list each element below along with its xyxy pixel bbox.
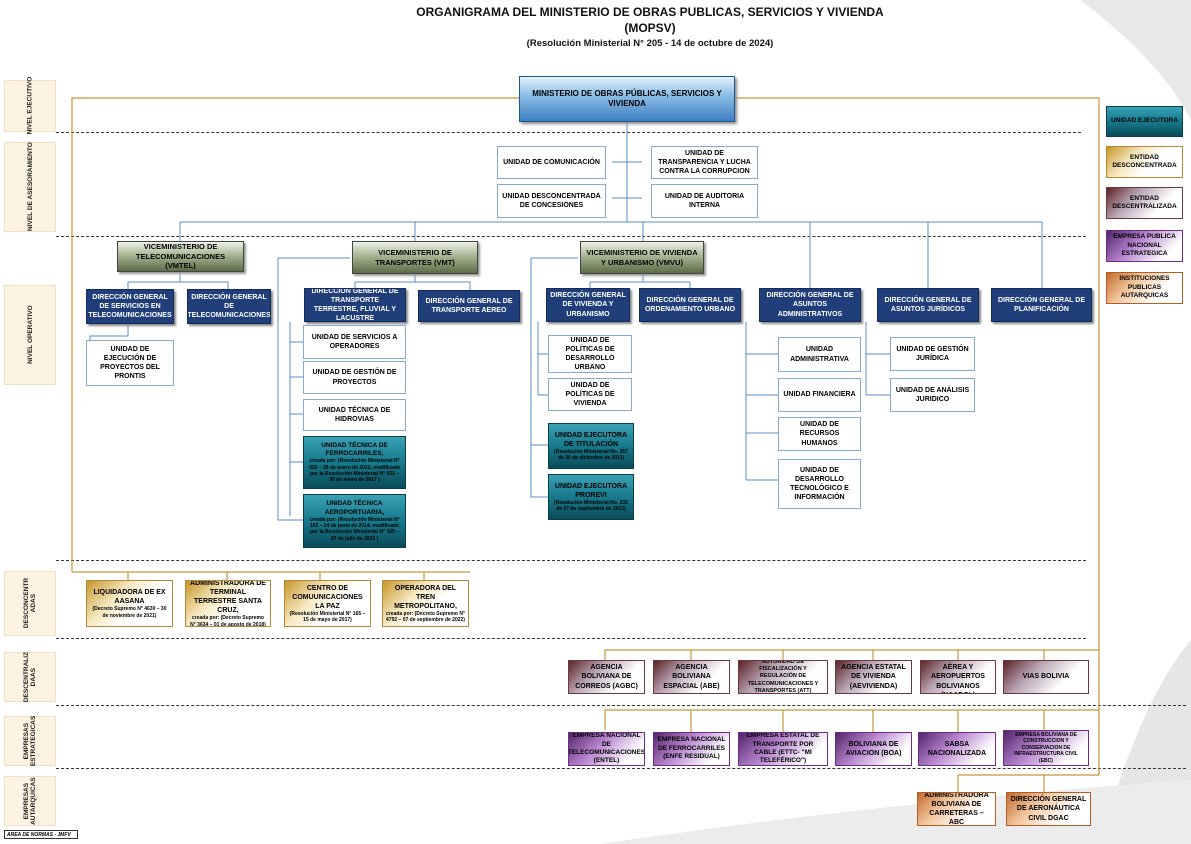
unidad-comunicacion[interactable]: UNIDAD DE COMUNICACIÓN <box>497 146 606 179</box>
dg-ordenamiento-urbano[interactable]: DIRECCIÓN GENERAL DE ORDENAMIENTO URBANO <box>639 288 741 322</box>
unidad-ejecutora-prorevi[interactable]: UNIDAD EJECUTORA PROREVI (Resolución Min… <box>548 474 634 520</box>
legend-unidad-ejecutora: UNIDAD EJECUTORA <box>1106 106 1183 137</box>
dg-asuntos-juridicos[interactable]: DIRECCIÓN GENERAL DE ASUNTOS JURÍDICOS <box>877 288 979 322</box>
dg-asuntos-administrativos[interactable]: DIRECCIÓN GENERAL DE ASUNTOS ADMINISTRAT… <box>759 288 861 322</box>
estrategica-entel[interactable]: EMPRESA NACIONAL DE TELECOMUNICACIONES (… <box>568 732 645 766</box>
chart-subtitle: (MOPSV) <box>624 21 676 35</box>
autarquica-abc[interactable]: ADMINISTRADORA BOLIVIANA DE CARRETERAS –… <box>917 792 996 826</box>
autarquica-dgac[interactable]: DIRECCIÓN GENERAL DE AERONÁUTICA CIVIL D… <box>1006 792 1091 826</box>
level-operativo: NIVEL OPERATIVO <box>4 285 56 385</box>
unidad-financiera[interactable]: UNIDAD FINANCIERA <box>778 378 861 412</box>
separator <box>56 132 1081 133</box>
level-estrategicas: EMPRESAS ESTRATEGICAS <box>4 716 56 766</box>
dg-vivienda-urbanismo[interactable]: DIRECCIÓN GENERAL DE VIVIENDA Y URBANISM… <box>546 288 630 322</box>
separator <box>56 638 1086 639</box>
estrategica-boa[interactable]: BOLIVIANA DE AVIACION (BOA) <box>835 732 912 766</box>
unidad-auditoria[interactable]: UNIDAD DE AUDITORIA INTERNA <box>651 184 758 218</box>
footer-note: AREA DE NORMAS - JMFV <box>4 830 78 839</box>
level-asesoramiento: NIVEL DE ASESORAMIENTO <box>4 142 56 232</box>
unidad-ferrocarriles[interactable]: UNIDAD TÉCNICA DE FERROCARRILES, creada … <box>303 436 406 489</box>
dg-planificacion[interactable]: DIRECCIÓN GENERAL DE PLANIFICACIÓN <box>991 288 1092 322</box>
unidad-ejecutora-titulacion[interactable]: UNIDAD EJECUTORA DE TITULACIÓN (Resoluci… <box>548 423 634 469</box>
desconcentrada-tren-metropolitano[interactable]: OPERADORA DEL TREN METROPOLITANO,creada … <box>382 580 469 627</box>
desconcentrada-liquidadora-aasana[interactable]: LIQUIDADORA DE EX AASANA(Decreto Supremo… <box>86 580 173 627</box>
dg-transporte-aereo[interactable]: DIRECCIÓN GENERAL DE TRANSPORTE AEREO <box>418 290 520 322</box>
level-ejecutivo: NIVEL EJECUTIVO <box>4 77 56 135</box>
unidad-analisis-juridico[interactable]: UNIDAD DE ANÁLISIS JURIDICO <box>890 378 975 412</box>
separator <box>56 768 1186 769</box>
descentralizada-abe[interactable]: AGENCIA BOLIVIANA ESPACIAL (ABE) <box>653 660 730 694</box>
chart-resolution: (Resolución Ministerial N° 205 - 14 de o… <box>526 38 774 49</box>
desconcentrada-terminal-santa-cruz[interactable]: ADMINISTRADORA DE TERMINAL TERRESTRE SAN… <box>185 580 271 627</box>
level-desconcentradas: DESCONCENTR ADAS <box>4 571 56 636</box>
unidad-hidrovias[interactable]: UNIDAD TÉCNICA DE HIDROVIAS <box>303 399 406 431</box>
descentralizada-naabol[interactable]: NAVEGACIÓN AÉREA Y AEROPUERTOS BOLIVIANO… <box>920 660 996 694</box>
level-autarquicas: EMPRESAS AUTARQUICAS <box>4 776 56 826</box>
viceministerio-telecomunicaciones[interactable]: VICEMINISTERIO DE TELECOMUNICACIONES (VM… <box>117 241 244 272</box>
unidad-servicios-operadores[interactable]: UNIDAD DE SERVICIOS A OPERADORES <box>303 325 406 359</box>
unidad-politicas-desarrollo-urbano[interactable]: UNIDAD DE POLÍTICAS DE DESARROLLO URBANO <box>548 335 632 373</box>
viceministerio-transportes[interactable]: VICEMINISTERIO DE TRANSPORTES (VMT) <box>352 241 478 274</box>
legend-instituciones-autarquicas: INSTITUCIONES PUBLICAS AUTARQUICAS <box>1106 272 1183 304</box>
chart-title: ORGANIGRAMA DEL MINISTERIO DE OBRAS PUBL… <box>416 5 884 19</box>
legend-entidad-desconcentrada: ENTIDAD DESCONCENTRADA <box>1106 146 1183 178</box>
desconcentrada-centro-comunicaciones[interactable]: CENTRO DE COMUUNICACIONES LA PAZ(Resoluc… <box>284 580 371 627</box>
ministerio-box[interactable]: MINISTERIO DE OBRAS PÚBLICAS, SERVICIOS … <box>519 76 735 122</box>
unidad-prontis[interactable]: UNIDAD DE EJECUCIÓN DE PROYECTOS DEL PRO… <box>86 340 174 386</box>
separator <box>56 560 1086 561</box>
unidad-gestion-proyectos[interactable]: UNIDAD DE GESTIÓN DE PROYECTOS <box>303 361 406 394</box>
viceministerio-vivienda[interactable]: VICEMINISTERIO DE VIVIENDA Y URBANISMO (… <box>580 241 704 274</box>
dg-telecomunicaciones[interactable]: DIRECCIÓN GENERAL DE TELECOMUNICACIONES <box>187 289 271 324</box>
dg-servicios-telecomunicaciones[interactable]: DIRECCIÓN GENERAL DE SERVICIOS EN TELECO… <box>86 289 174 324</box>
legend-empresa-estrategica: EMPRESA PUBLICA NACIONAL ESTRATEGICA <box>1106 230 1183 262</box>
unidad-recursos-humanos[interactable]: UNIDAD DE RECURSOS HUMANOS <box>778 417 861 451</box>
unidad-desarrollo-tecnologico[interactable]: UNIDAD DE DESARROLLO TECNOLÓGICO E INFOR… <box>778 459 861 509</box>
descentralizada-vias-bolivia[interactable]: VIAS BOLIVIA <box>1003 660 1089 694</box>
estrategica-mi-teleferico[interactable]: EMPRESA ESTATAL DE TRANSPORTE POR CABLE … <box>738 732 828 766</box>
estrategica-enfe[interactable]: EMPRESA NACIONAL DE FERROCARRILES (ENFE … <box>653 732 730 766</box>
descentralizada-aevivienda[interactable]: AGENCIA ESTATAL DE VIVIENDA (AEVIVIENDA) <box>835 660 912 694</box>
unidad-transparencia[interactable]: UNIDAD DE TRANSPARENCIA Y LUCHA CONTRA L… <box>651 146 758 179</box>
estrategica-ebc[interactable]: EMPRESA BOLIVIANA DE CONSTRUCCION Y CONS… <box>1003 730 1089 766</box>
legend-entidad-descentralizada: ENTIDAD DESCENTRALIZADA <box>1106 187 1183 219</box>
unidad-administrativa[interactable]: UNIDAD ADMINISTRATIVA <box>778 337 861 372</box>
descentralizada-att[interactable]: AUTORIDAD DE FISCALIZACIÓN Y REGULACIÓN … <box>738 660 828 694</box>
separator <box>56 236 1086 237</box>
unidad-concesiones[interactable]: UNIDAD DESCONCENTRADA DE CONCESIONES <box>497 184 606 218</box>
estrategica-sabsa[interactable]: SABSA NACIONALIZADA <box>918 732 996 766</box>
unidad-aeroportuaria[interactable]: UNIDAD TÉCNICA AEROPORTUARIA, creada por… <box>303 494 406 548</box>
unidad-gestion-juridica[interactable]: UNIDAD DE GESTIÓN JURÍDICA <box>890 337 975 371</box>
separator <box>56 705 1186 706</box>
dg-transporte-terrestre[interactable]: DIRECCIÓN GENERAL DE TRANSPORTE TERRESTR… <box>304 288 406 322</box>
level-descentralizadas: DESCENTRALIZ DAAS <box>4 652 56 702</box>
descentralizada-agbc[interactable]: AGENCIA BOLIVIANA DE CORREOS (AGBC) <box>568 660 645 694</box>
unidad-politicas-vivienda[interactable]: UNIDAD DE POLÍTICAS DE VIVIENDA <box>548 378 632 411</box>
